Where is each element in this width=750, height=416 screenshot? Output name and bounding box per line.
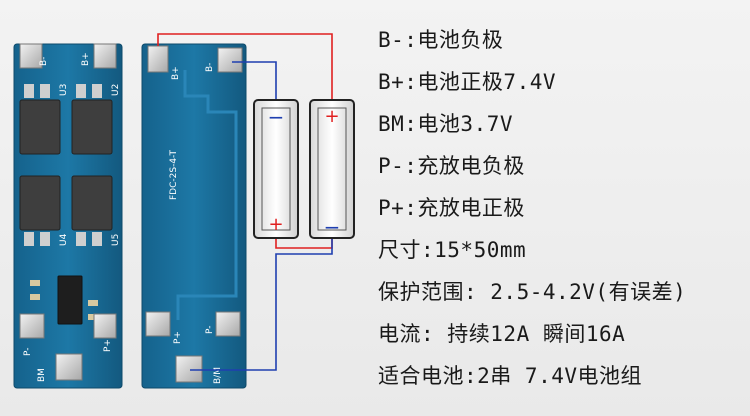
sign-right-bottom: − bbox=[324, 215, 341, 239]
pcb-component-side: B- B+ U3 U2 U4 U5 P- P+ BM bbox=[13, 43, 123, 389]
spec-b-plus: B+:电池正极7.4V bbox=[378, 70, 557, 94]
pad-right-bm bbox=[175, 355, 203, 383]
label-u3: U3 bbox=[59, 84, 69, 96]
pcb-trace-side: B+ B- FDC-2S-4-T P+ P- B/M bbox=[141, 43, 247, 389]
spec-p-minus: P-:充放电负极 bbox=[378, 154, 525, 178]
copper-trace bbox=[176, 70, 238, 320]
mosfet-u4 bbox=[19, 175, 61, 231]
label-left-p-minus: P- bbox=[23, 348, 33, 356]
mosfet-u3 bbox=[19, 99, 61, 155]
label-model: FDC-2S-4-T bbox=[169, 150, 179, 200]
mosfet-tab bbox=[40, 84, 50, 98]
spec-p-plus: P+:充放电正极 bbox=[378, 196, 525, 220]
wire-b-minus-blue bbox=[232, 61, 277, 100]
spec-size: 尺寸:15*50mm bbox=[378, 238, 527, 262]
wire-b-plus-red bbox=[157, 33, 333, 100]
label-left-bm: BM bbox=[37, 368, 47, 382]
pad-left-bm bbox=[55, 353, 83, 381]
label-left-b-plus: B+ bbox=[81, 52, 91, 66]
mosfet-u5 bbox=[71, 175, 113, 231]
spec-bm: BM:电池3.7V bbox=[378, 112, 514, 136]
mosfet-tab bbox=[76, 84, 86, 98]
spec-current: 电流: 持续12A 瞬间16A bbox=[378, 322, 626, 346]
protection-ic bbox=[57, 275, 83, 325]
label-left-p-plus: P+ bbox=[103, 339, 113, 352]
mosfet-tab bbox=[92, 84, 102, 98]
label-right-p-plus: P+ bbox=[173, 331, 183, 344]
pad-right-p-minus bbox=[215, 311, 241, 337]
spec-battery: 适合电池:2串 7.4V电池组 bbox=[378, 364, 643, 388]
label-right-b-minus: B- bbox=[205, 63, 215, 72]
wire-bm-red bbox=[275, 238, 333, 249]
label-u5: U5 bbox=[111, 234, 121, 246]
spec-b-minus: B-:电池负极 bbox=[378, 28, 504, 52]
label-left-b-minus: B- bbox=[39, 57, 49, 66]
smd-resistor bbox=[30, 280, 40, 286]
label-right-p-minus: P- bbox=[205, 326, 215, 334]
mosfet-tab bbox=[76, 232, 86, 246]
mosfet-tab bbox=[24, 84, 34, 98]
sign-left-bottom: + bbox=[268, 214, 283, 235]
pad-right-p-plus bbox=[145, 311, 171, 337]
mosfet-tab bbox=[24, 232, 34, 246]
battery-cell-right: + − bbox=[309, 99, 355, 239]
mosfet-u2 bbox=[71, 99, 113, 155]
wiring bbox=[157, 33, 333, 371]
mosfet-tab bbox=[92, 232, 102, 246]
wire-bm-blue bbox=[190, 238, 333, 371]
sign-left-top: − bbox=[268, 105, 285, 129]
mosfet-tab bbox=[40, 232, 50, 246]
pad-left-p-plus bbox=[93, 313, 117, 339]
battery-cell-left: − + bbox=[253, 99, 299, 239]
smd-resistor bbox=[88, 314, 98, 320]
pad-left-p-minus bbox=[19, 313, 45, 339]
smd-resistor bbox=[88, 300, 98, 306]
label-u4: U4 bbox=[59, 233, 69, 246]
pad-right-b-minus bbox=[217, 47, 243, 73]
pad-right-bm-wire bbox=[147, 45, 169, 73]
label-right-b-plus: B+ bbox=[171, 66, 181, 80]
label-right-bm: B/M bbox=[213, 367, 223, 384]
spec-protection-range: 保护范围: 2.5-4.2V(有误差) bbox=[378, 280, 687, 304]
sign-right-top: + bbox=[324, 106, 339, 127]
label-u2: U2 bbox=[111, 84, 121, 96]
smd-resistor bbox=[30, 294, 40, 300]
pcb-right-board bbox=[141, 43, 247, 389]
pad-left-b-minus bbox=[19, 43, 43, 69]
pad-left-b-plus bbox=[93, 43, 117, 69]
